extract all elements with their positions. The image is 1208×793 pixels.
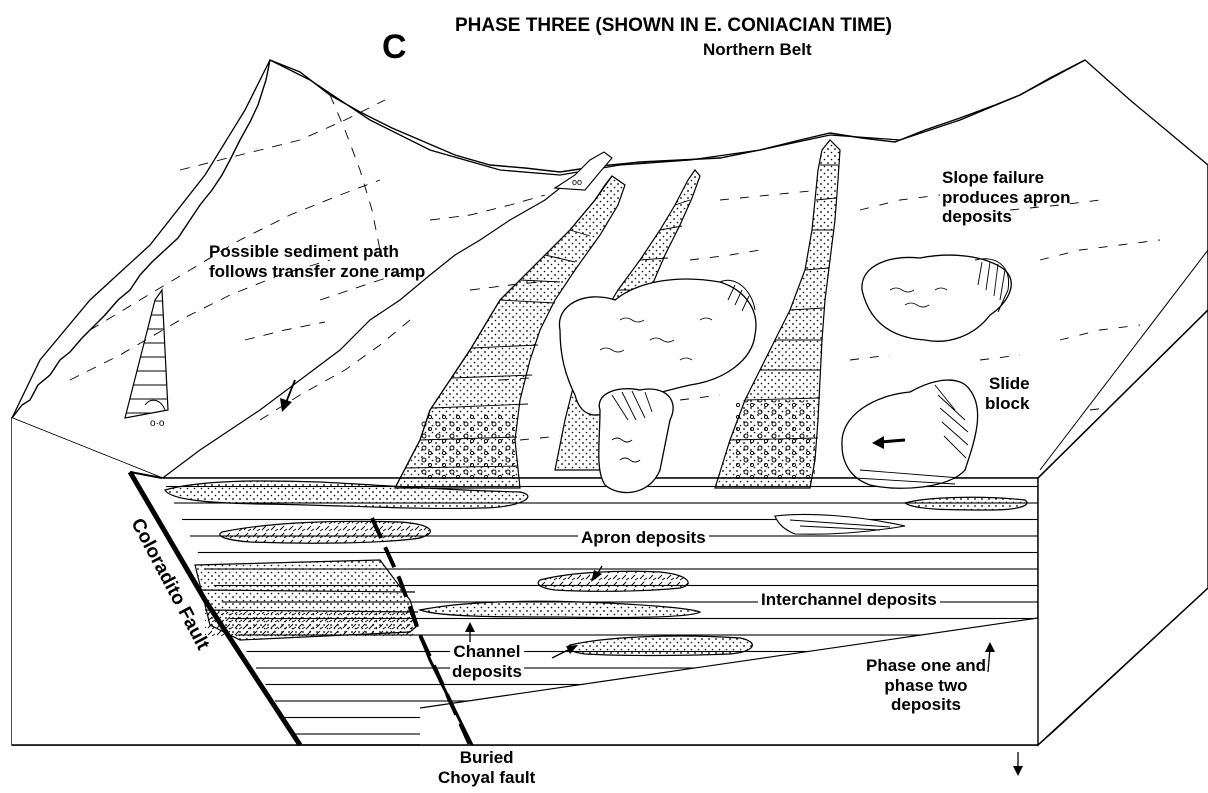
label-choyal-line1: Buried	[438, 748, 535, 768]
label-slope-failure-line1: Slope failure	[942, 168, 1070, 188]
label-slope-failure-line3: deposits	[942, 207, 1070, 227]
label-slide-block: Slide block	[985, 374, 1030, 413]
label-phase-line3: deposits	[866, 695, 986, 715]
label-channel-deposits: Channel deposits	[450, 642, 524, 681]
label-slope-failure-line2: produces apron	[942, 188, 1070, 208]
label-slide-block-line2: block	[985, 394, 1030, 414]
lens-left-block	[195, 560, 418, 640]
svg-text:oo: oo	[572, 177, 582, 187]
label-slide-block-line1: Slide	[985, 374, 1030, 394]
lens-right	[905, 497, 1027, 510]
svg-text:o·o: o·o	[150, 418, 165, 429]
label-buried-choyal-fault: Buried Choyal fault	[438, 748, 535, 787]
label-sediment-path-line2: follows transfer zone ramp	[209, 262, 425, 282]
label-choyal-line2: Choyal fault	[438, 768, 535, 788]
label-phase-line2: phase two	[866, 676, 986, 696]
label-phase-one-two: Phase one and phase two deposits	[866, 656, 986, 715]
figure-title: PHASE THREE (SHOWN IN E. CONIACIAN TIME)	[455, 15, 892, 37]
label-sediment-path: Possible sediment path follows transfer …	[209, 242, 425, 281]
label-phase-line1: Phase one and	[866, 656, 986, 676]
label-sediment-path-line1: Possible sediment path	[209, 242, 425, 262]
label-slope-failure: Slope failure produces apron deposits	[942, 168, 1070, 227]
label-channel-deposits-line2: deposits	[452, 662, 522, 682]
figure-subtitle: Northern Belt	[703, 40, 812, 60]
label-interchannel-deposits: Interchannel deposits	[758, 590, 940, 610]
panel-letter: C	[382, 28, 407, 67]
label-channel-deposits-line1: Channel	[452, 642, 522, 662]
label-apron-deposits: Apron deposits	[578, 528, 709, 548]
